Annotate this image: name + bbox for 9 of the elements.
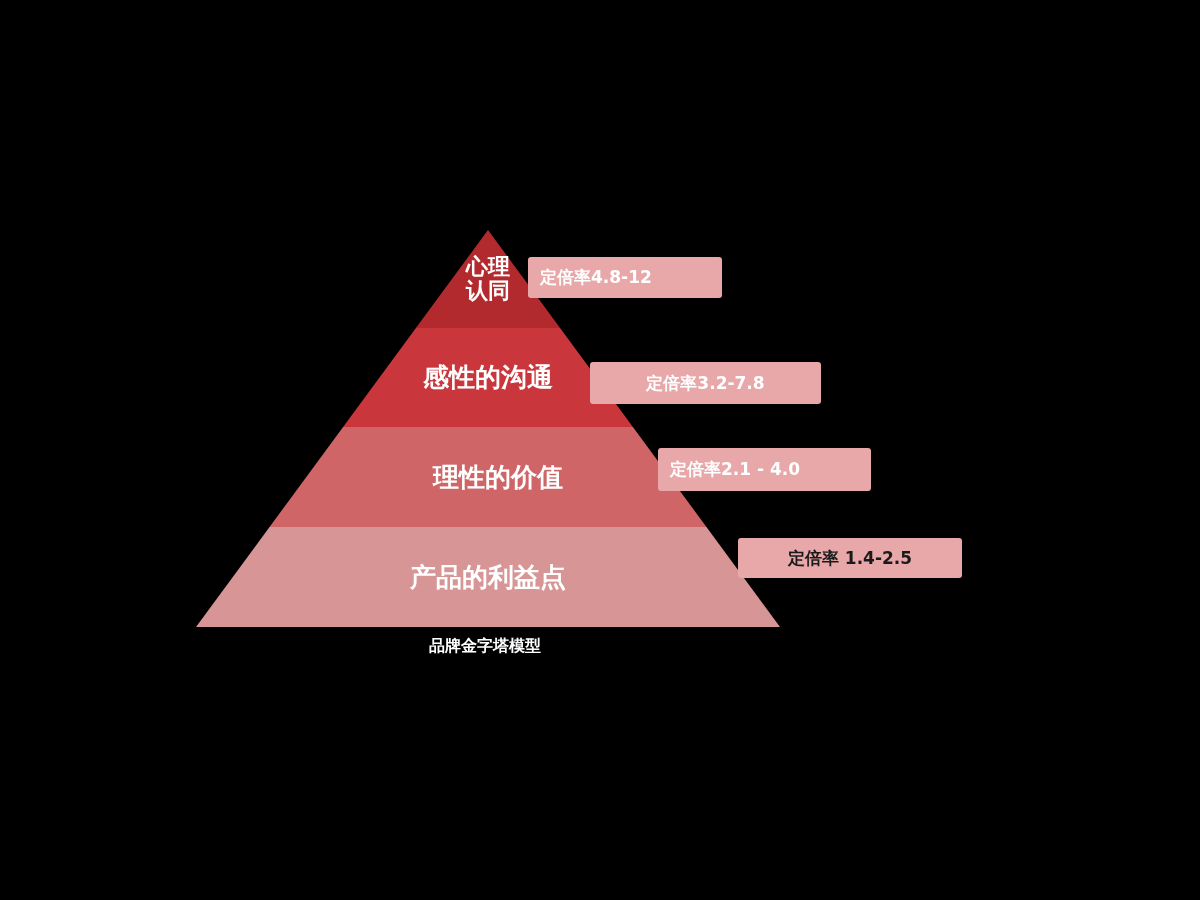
caption: 品牌金字塔模型 <box>428 636 542 657</box>
tier-label: 理性的价值 <box>433 462 563 492</box>
rate-box: 定倍率4.8-12 <box>528 257 722 298</box>
tier-label: 心理认同 <box>464 254 511 304</box>
tier-label: 产品的利益点 <box>410 562 566 592</box>
rate-box: 定倍率 1.4-2.5 <box>738 538 962 578</box>
rate-box: 定倍率2.1 - 4.0 <box>658 448 871 491</box>
tier-label: 感性的沟通 <box>423 363 553 392</box>
rate-box: 定倍率3.2-7.8 <box>590 362 821 404</box>
